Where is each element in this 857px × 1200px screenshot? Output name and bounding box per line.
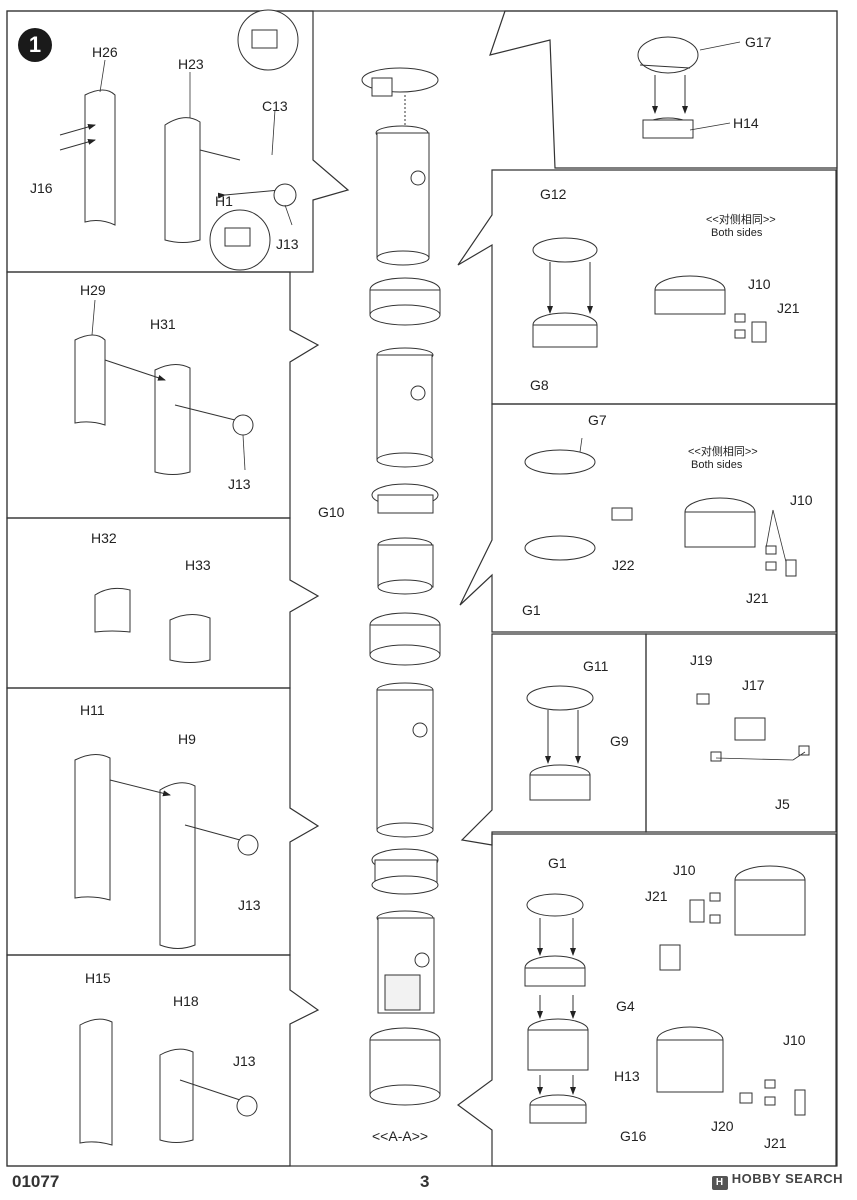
- part-label-h13: H13: [614, 1068, 640, 1084]
- left-panel-parts: [59, 9, 299, 1146]
- part-label-h9: H9: [178, 731, 196, 747]
- part-label-j13-4: J13: [233, 1053, 256, 1069]
- part-label-g7: G7: [588, 412, 607, 428]
- part-label-j19: J19: [690, 652, 713, 668]
- part-label-j21-2: J21: [746, 590, 769, 606]
- part-label-j22: J22: [612, 557, 635, 573]
- part-label-h26: H26: [92, 44, 118, 60]
- part-label-j10-2: J10: [790, 492, 813, 508]
- both-sides-note-cn-1: <<对侧相同>>: [706, 214, 776, 226]
- part-label-h23: H23: [178, 56, 204, 72]
- part-label-g9: G9: [610, 733, 629, 749]
- part-label-h32: H32: [91, 530, 117, 546]
- part-label-j13-2: J13: [228, 476, 251, 492]
- part-label-j21-4: J21: [764, 1135, 787, 1151]
- part-label-j5: J5: [775, 796, 790, 812]
- part-label-g16: G16: [620, 1128, 647, 1144]
- part-label-h31: H31: [150, 316, 176, 332]
- part-label-g8: G8: [530, 377, 549, 393]
- both-sides-note-en-2: Both sides: [691, 459, 743, 471]
- central-assembly: [361, 67, 441, 1106]
- part-label-j21-3: J21: [645, 888, 668, 904]
- part-label-g4: G4: [616, 998, 635, 1014]
- both-sides-note-en-1: Both sides: [711, 227, 763, 239]
- watermark-text: HOBBY SEARCH: [731, 1171, 843, 1186]
- step-number-badge: 1: [18, 28, 52, 62]
- part-label-j10-4: J10: [783, 1032, 806, 1048]
- part-label-h15: H15: [85, 970, 111, 986]
- part-label-j10-3: J10: [673, 862, 696, 878]
- part-label-j13-3: J13: [238, 897, 261, 913]
- part-label-g17: G17: [745, 34, 772, 50]
- part-label-j17: J17: [742, 677, 765, 693]
- part-label-g10: G10: [318, 504, 345, 520]
- part-label-g12: G12: [540, 186, 567, 202]
- section-label: <<A-A>>: [372, 1128, 429, 1144]
- part-label-h18: H18: [173, 993, 199, 1009]
- part-label-j13-1: J13: [276, 236, 299, 252]
- part-label-h11: H11: [80, 702, 105, 718]
- part-label-j20: J20: [711, 1118, 734, 1134]
- part-label-h29: H29: [80, 282, 106, 298]
- both-sides-note-cn-2: <<对侧相同>>: [688, 446, 758, 458]
- part-label-j16: J16: [30, 180, 53, 196]
- part-label-g1-1: G1: [522, 602, 541, 618]
- page-number: 3: [420, 1172, 430, 1191]
- kit-code: 01077: [12, 1172, 60, 1191]
- right-panel-parts: [524, 36, 810, 1124]
- part-label-j21-1: J21: [777, 300, 800, 316]
- part-label-g1-2: G1: [548, 855, 567, 871]
- part-label-c13: C13: [262, 98, 288, 114]
- part-label-g11: G11: [583, 658, 609, 674]
- left-panels: [6, 10, 350, 1167]
- part-label-j10-1: J10: [748, 276, 771, 292]
- hobby-search-logo-icon: H: [711, 1176, 728, 1190]
- part-label-h14: H14: [733, 115, 759, 131]
- right-panels: [456, 10, 838, 1167]
- leader-lines: [91, 41, 806, 761]
- part-label-h33: H33: [185, 557, 211, 573]
- part-label-h1: H1: [215, 193, 233, 209]
